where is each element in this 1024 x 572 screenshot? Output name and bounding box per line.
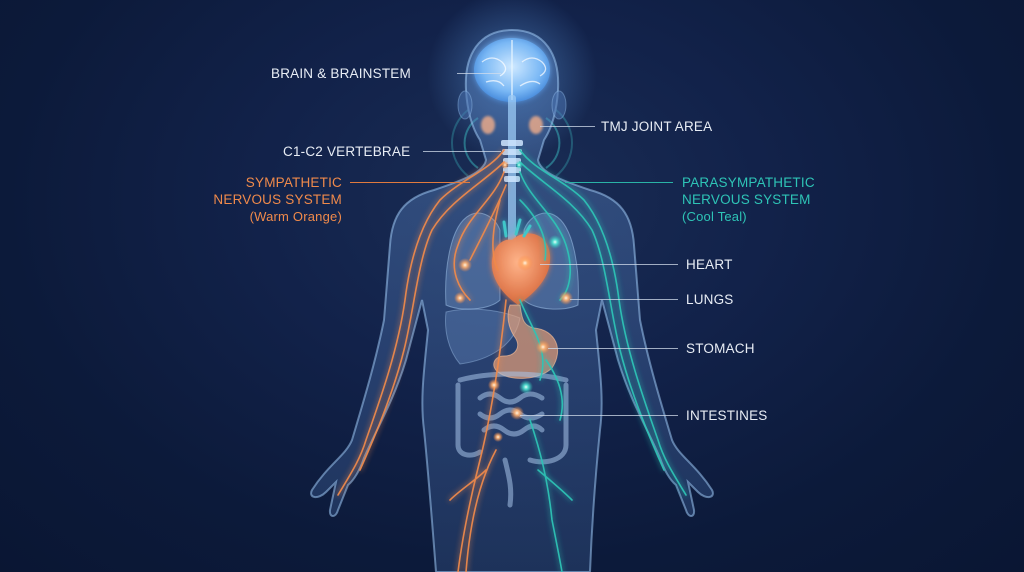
lungs-label: LUNGS <box>686 292 734 307</box>
parasympathetic-title: PARASYMPATHETIC <box>682 175 815 190</box>
sympathetic-subtitle: NERVOUS SYSTEM <box>213 192 342 207</box>
stomach-label: STOMACH <box>686 341 755 356</box>
sympathetic-label: SYMPATHETIC NERVOUS SYSTEM (Warm Orange) <box>213 174 342 225</box>
brain-leader-line <box>457 73 501 74</box>
vertebrae <box>501 140 523 182</box>
vertebrae-leader-line <box>423 151 501 152</box>
body-silhouette <box>310 28 714 572</box>
parasympathetic-leader-line <box>565 182 673 183</box>
parasympathetic-subtitle: NERVOUS SYSTEM <box>682 192 811 207</box>
parasympathetic-color-note: (Cool Teal) <box>682 209 747 224</box>
sympathetic-title: SYMPATHETIC <box>245 175 342 190</box>
sympathetic-color-note: (Warm Orange) <box>249 209 342 224</box>
intestines-label: INTESTINES <box>686 408 768 423</box>
tmj-leader-line <box>540 126 595 127</box>
sympathetic-leader-line <box>350 182 470 183</box>
lungs-leader-line <box>570 299 678 300</box>
sympathetic-nerves <box>337 149 507 572</box>
stomach-leader-line <box>548 348 678 349</box>
parasympathetic-label: PARASYMPATHETIC NERVOUS SYSTEM (Cool Tea… <box>682 174 815 225</box>
heart-leader-line <box>540 264 678 265</box>
brain-label: BRAIN & BRAINSTEM <box>271 66 411 81</box>
nerve-nodes <box>454 161 573 442</box>
tmj-label: TMJ JOINT AREA <box>601 119 713 134</box>
brain <box>474 38 550 102</box>
intestines-leader-line <box>520 415 678 416</box>
heart-label: HEART <box>686 257 733 272</box>
parasympathetic-nerves <box>519 149 687 572</box>
vertebrae-label: C1-C2 VERTEBRAE <box>283 144 411 159</box>
